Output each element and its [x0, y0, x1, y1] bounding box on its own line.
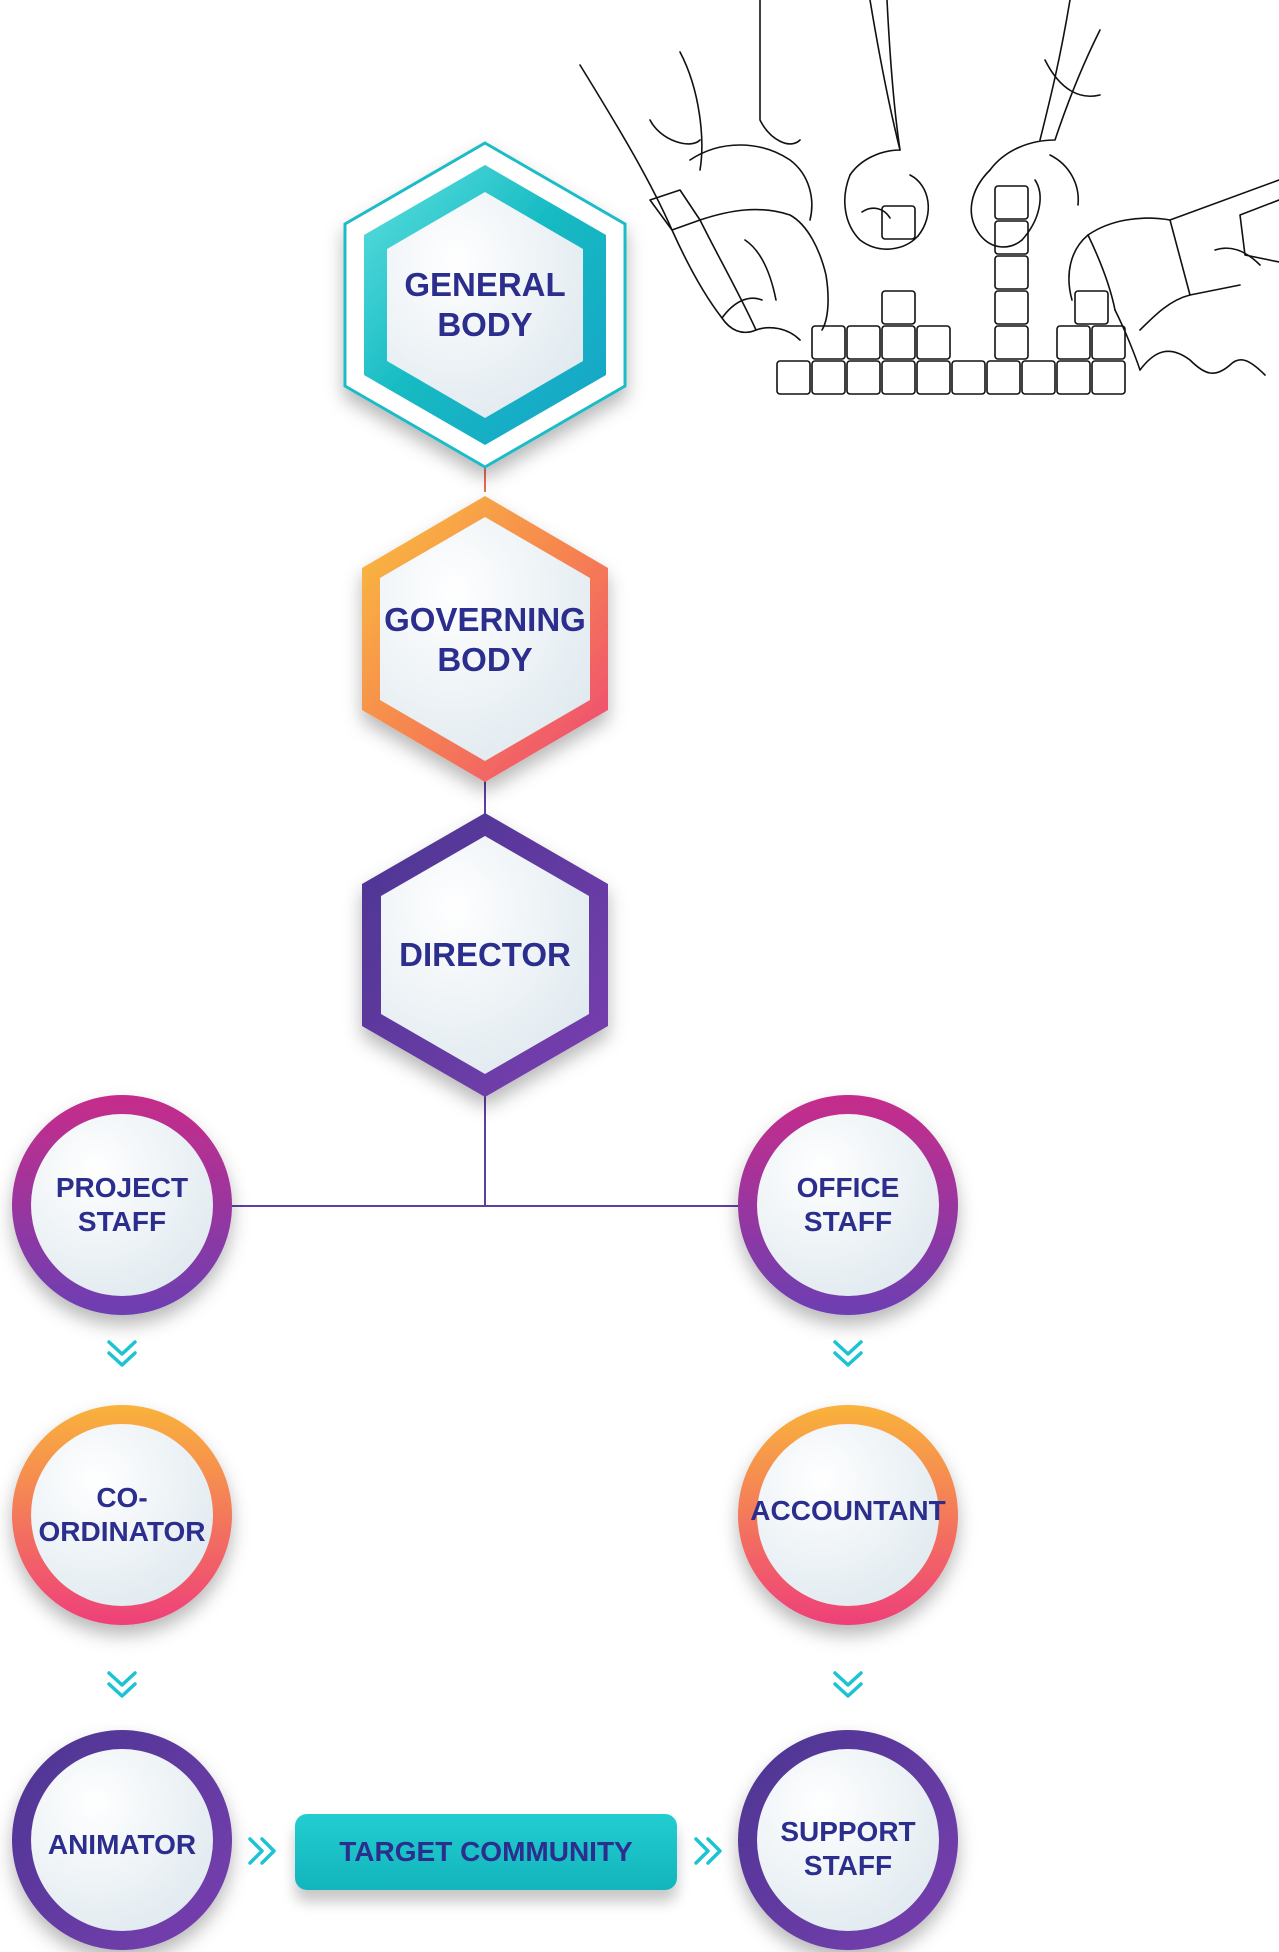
project-staff-circle: [12, 1095, 232, 1315]
support-staff-circle: [738, 1730, 958, 1950]
coordinator-circle: [12, 1405, 232, 1625]
governing-body-label: GOVERNING BODY: [384, 601, 586, 678]
director-label: DIRECTOR: [399, 936, 571, 974]
target-community-box: TARGET COMMUNITY: [295, 1814, 677, 1890]
double-chevron-down-icon: [107, 1340, 137, 1367]
double-chevron-down-icon: [833, 1340, 863, 1367]
double-chevron-right-icon: [248, 1837, 276, 1865]
double-chevron-down-icon: [107, 1671, 137, 1698]
office-staff-circle: [738, 1095, 958, 1315]
governing-body-hexagon: [362, 496, 608, 782]
target-community-label: TARGET COMMUNITY: [339, 1836, 633, 1867]
director-hexagon: [362, 813, 608, 1097]
animator-circle: [12, 1730, 232, 1950]
office-staff-label: OFFICE STAFF: [796, 1172, 900, 1237]
project-staff-label: PROJECT STAFF: [55, 1172, 189, 1237]
general-body-hexagon: [343, 141, 627, 469]
hands-stacking-blocks-illustration: [579, 0, 1279, 395]
support-staff-label: SUPPORT STAFF: [780, 1816, 916, 1881]
double-chevron-down-icon: [833, 1671, 863, 1698]
coordinator-label: CO- ORDINATOR: [38, 1482, 206, 1547]
accountant-circle: [738, 1405, 958, 1625]
double-chevron-right-icon: [694, 1837, 722, 1865]
accountant-label: ACCOUNTANT: [750, 1495, 946, 1527]
animator-label: ANIMATOR: [47, 1829, 197, 1861]
general-body-label: GENERAL BODY: [404, 266, 566, 343]
